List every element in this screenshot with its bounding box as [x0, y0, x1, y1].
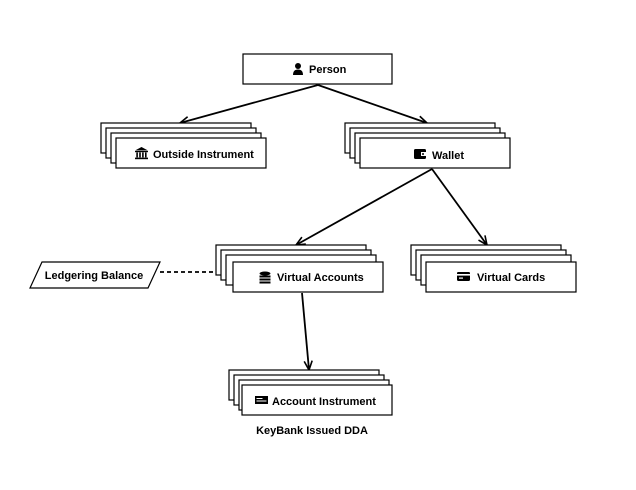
wallet-label: Wallet [432, 150, 464, 162]
edge-wallet-virtual-accounts [294, 168, 433, 246]
person-icon [293, 63, 303, 75]
bank-icon [135, 147, 148, 160]
account-instrument-caption: KeyBank Issued DDA [256, 425, 368, 437]
outside-instrument-label: Outside Instrument [153, 149, 254, 161]
node-outside-instrument[interactable]: Outside Instrument [100, 122, 267, 169]
edge-virtual-accounts-account-instrument [301, 292, 313, 372]
node-virtual-accounts[interactable]: Virtual Accounts [215, 244, 384, 293]
edges [160, 84, 489, 372]
edge-person-wallet [317, 84, 429, 125]
node-person[interactable]: Person [242, 53, 393, 85]
wallet-icon [414, 149, 426, 159]
coins-icon [259, 271, 271, 284]
person-label: Person [309, 64, 347, 76]
node-account-instrument[interactable]: Account Instrument [228, 369, 393, 416]
node-virtual-cards[interactable]: Virtual Cards [410, 244, 577, 293]
node-ledgering-balance[interactable]: Ledgering Balance [29, 261, 161, 289]
edge-person-outside-instrument [178, 84, 319, 126]
ledgering-balance-label: Ledgering Balance [45, 270, 143, 282]
card-icon [457, 272, 470, 281]
virtual-accounts-label: Virtual Accounts [277, 272, 364, 284]
node-wallet[interactable]: Wallet [344, 122, 511, 169]
virtual-cards-label: Virtual Cards [477, 272, 545, 284]
check-icon [255, 396, 268, 404]
edge-wallet-virtual-cards [431, 168, 489, 247]
account-instrument-label: Account Instrument [272, 396, 376, 408]
